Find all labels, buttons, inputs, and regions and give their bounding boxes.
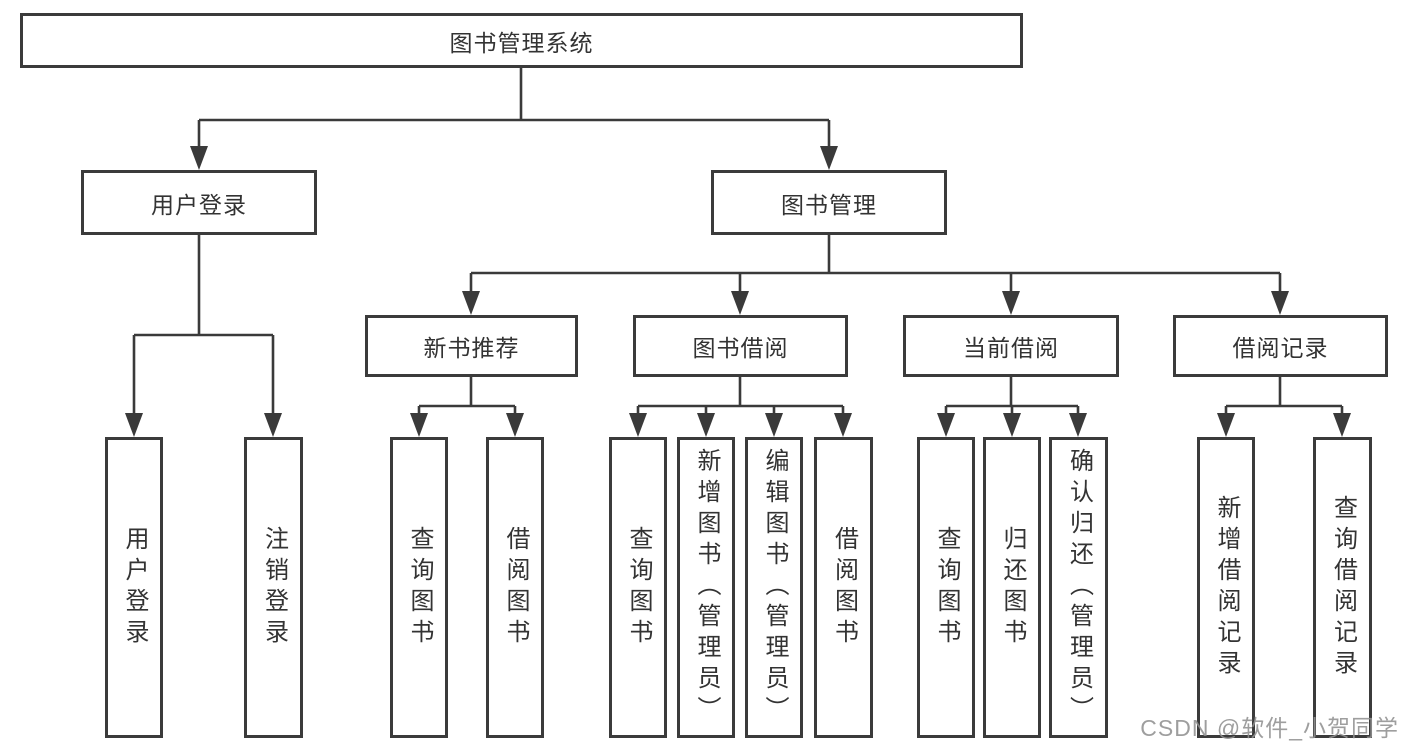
leaf-add-borrow-record: 新增借阅记录 <box>1197 437 1255 738</box>
node-user-login: 用户登录 <box>81 170 317 235</box>
csdn-watermark: CSDN @软件_小贺同学 <box>1140 715 1399 741</box>
leaf-add-book-admin: 新增图书（管理员） <box>677 437 735 738</box>
leaf-user-login: 用户登录 <box>105 437 163 738</box>
node-book-borrowing: 图书借阅 <box>633 315 848 377</box>
node-borrowing-records: 借阅记录 <box>1173 315 1388 377</box>
node-library-system: 图书管理系统 <box>20 13 1023 68</box>
node-new-book-recommendation: 新书推荐 <box>365 315 578 377</box>
leaf-edit-book-admin: 编辑图书（管理员） <box>745 437 803 738</box>
leaf-query-books-2: 查询图书 <box>609 437 667 738</box>
leaf-query-books-3: 查询图书 <box>917 437 975 738</box>
leaf-query-borrow-record: 查询借阅记录 <box>1313 437 1372 738</box>
leaf-borrow-books-1: 借阅图书 <box>486 437 544 738</box>
leaf-confirm-return-admin: 确认归还（管理员） <box>1049 437 1108 738</box>
node-current-borrowing: 当前借阅 <box>903 315 1119 377</box>
node-book-management: 图书管理 <box>711 170 947 235</box>
leaf-logout: 注销登录 <box>244 437 303 738</box>
leaf-return-books: 归还图书 <box>983 437 1041 738</box>
leaf-query-books-1: 查询图书 <box>390 437 448 738</box>
leaf-borrow-books-2: 借阅图书 <box>814 437 873 738</box>
